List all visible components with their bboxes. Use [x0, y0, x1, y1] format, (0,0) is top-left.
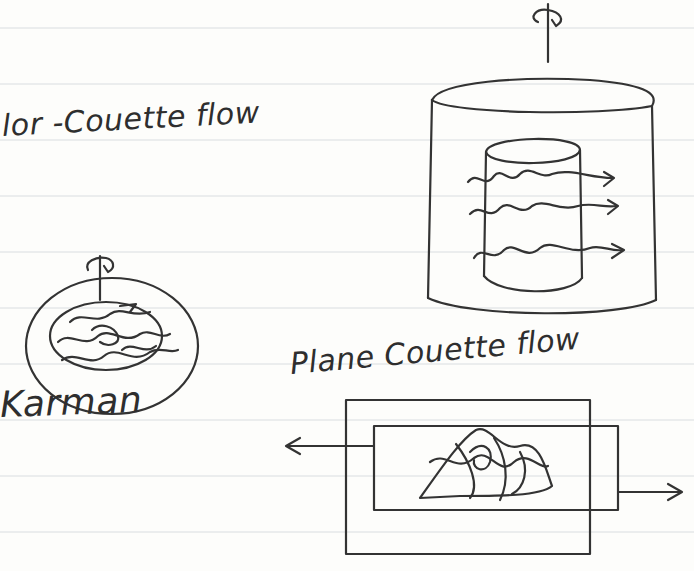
plane-couette-channel [286, 400, 682, 554]
handwritten-label: lor -Couette flow [1, 95, 260, 143]
taylor-couette-cylinders [428, 4, 656, 313]
handwritten-label: Karman [0, 379, 143, 425]
handwritten-label: Plane Couette flow [288, 321, 581, 381]
